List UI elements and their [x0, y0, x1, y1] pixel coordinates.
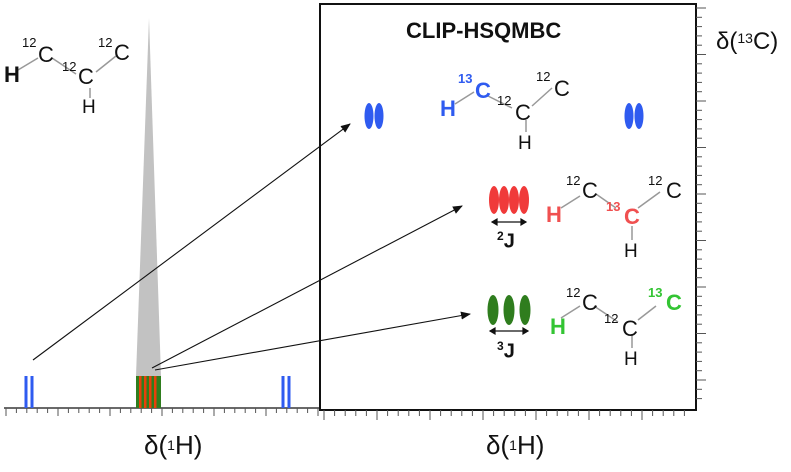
red-molecule-bonds	[560, 191, 661, 240]
green-h-bottom: H	[624, 349, 638, 370]
red-c-atom-3: C	[666, 178, 682, 203]
panel-title: CLIP-HSQMBC	[406, 18, 562, 43]
coupling-2j-label: 2J	[497, 229, 515, 253]
green-crosspeak	[487, 295, 531, 325]
left-molecule-bonds	[17, 55, 117, 98]
arrow-to-green-peak	[154, 311, 471, 371]
left-c-atom-2: C	[78, 64, 94, 89]
left-iso-b: 12	[62, 59, 77, 74]
blue-c-atom-2: C	[515, 100, 531, 125]
red-h-bottom: H	[624, 241, 638, 262]
green-iso-12b: 12	[604, 311, 619, 326]
red-iso-12b: 12	[648, 173, 663, 188]
left-h-atom: H	[4, 62, 20, 87]
green-c-atom-2: C	[622, 316, 638, 341]
blue-crosspeak-right	[624, 103, 644, 129]
red-c-atom-1: C	[582, 178, 598, 203]
green-c-atom-1: C	[582, 290, 598, 315]
arrow-to-blue-peak	[32, 123, 351, 361]
blue-c-atom-3: C	[554, 76, 570, 101]
blue-h-atom: H	[440, 96, 456, 121]
coupling-3j-label: 3J	[497, 339, 515, 363]
left-h-bottom: H	[82, 97, 96, 118]
y-axis-label: δ(13C)	[716, 28, 779, 55]
green-molecule-bonds	[560, 305, 657, 348]
coupling-2j-arrow	[490, 217, 528, 227]
left-axis-ticks	[5, 408, 319, 416]
left-iso-c: 12	[98, 35, 113, 50]
red-iso-13: 13	[606, 199, 621, 214]
blue-molecule-bonds	[454, 87, 553, 132]
right-axis-ticks	[696, 7, 706, 400]
red-h-atom: H	[546, 202, 562, 227]
blue-iso-13: 13	[458, 71, 473, 86]
coupling-3j-arrow	[488, 326, 530, 336]
red-crosspeak	[489, 186, 529, 214]
blue-h-bottom: H	[518, 133, 532, 154]
red-c13-atom: C	[624, 204, 640, 229]
bottom-axis-ticks	[323, 410, 685, 420]
green-iso-12a: 12	[566, 285, 581, 300]
x-axis-label-right: δ(1H)	[486, 430, 545, 460]
green-h-atom: H	[550, 314, 566, 339]
blue-c13-atom: C	[475, 78, 491, 103]
green-iso-13: 13	[648, 285, 663, 300]
blue-iso-12b: 12	[536, 69, 551, 84]
tall-peak-shape	[136, 18, 161, 376]
left-iso-a: 12	[22, 35, 37, 50]
multiplet-box	[136, 376, 161, 408]
hsqmbc-panel-frame	[319, 3, 697, 411]
blue-iso-12a: 12	[497, 93, 512, 108]
arrow-to-red-peak	[151, 205, 463, 369]
blue-crosspeak-left	[364, 103, 384, 129]
blue-doublet-right	[281, 376, 291, 408]
x-axis-label-left: δ(1H)	[144, 430, 203, 460]
red-iso-12a: 12	[566, 173, 581, 188]
left-c-atom-3: C	[114, 40, 130, 65]
green-c13-atom: C	[666, 290, 682, 315]
left-c-atom-1: C	[38, 42, 54, 67]
blue-doublet-left	[24, 376, 34, 408]
